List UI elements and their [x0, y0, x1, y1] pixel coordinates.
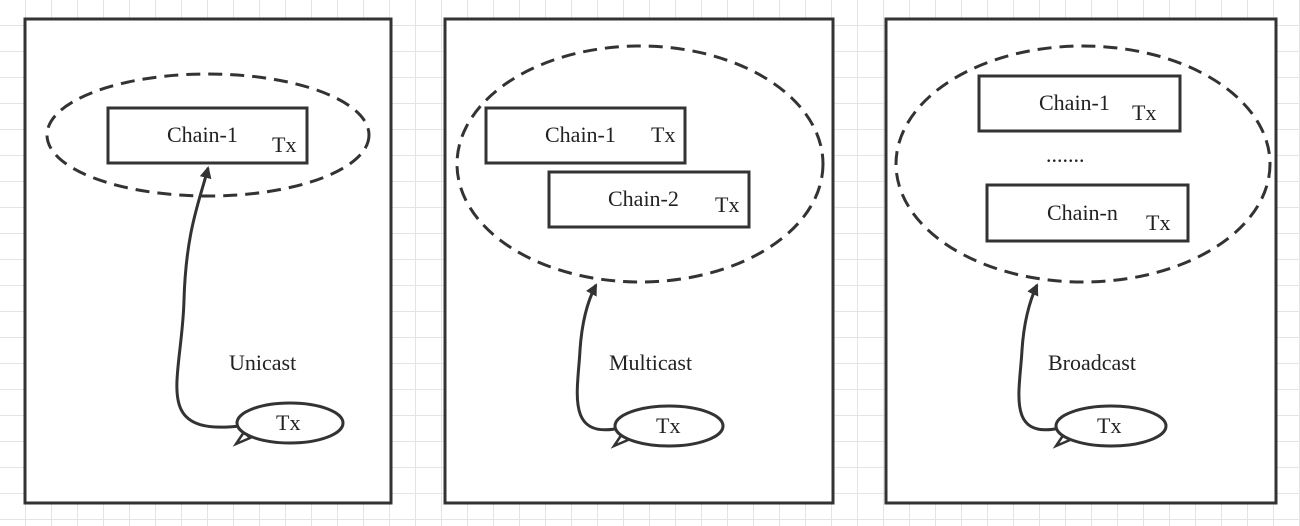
chain-box: Chain-n Tx [985, 183, 1190, 243]
chain-ellipsis: ....... [1046, 142, 1085, 167]
send-arrow [175, 166, 241, 429]
chain-name: Chain-2 [608, 186, 679, 211]
chain-box: Chain-1 Tx [106, 106, 309, 165]
chain-tx-tag: Tx [1132, 100, 1156, 125]
source-tx-label: Tx [656, 413, 680, 438]
panel-unicast: Chain-1 Tx Unicast Tx [23, 17, 393, 505]
panel-multicast: Chain-1 Tx Chain-2 Tx Multicast Tx [443, 17, 835, 505]
target-group-ellipse [45, 72, 371, 198]
chain-tx-tag: Tx [1146, 210, 1170, 235]
send-arrow [1017, 283, 1061, 432]
source-tx-label: Tx [1097, 413, 1121, 438]
target-group-ellipse [894, 44, 1272, 284]
chain-box: Chain-1 Tx [977, 74, 1182, 133]
target-group-ellipse [455, 44, 825, 284]
chain-name: Chain-1 [1039, 90, 1110, 115]
chain-box: Chain-2 Tx [547, 170, 751, 229]
chain-box: Chain-1 Tx [484, 106, 687, 165]
chain-tx-tag: Tx [272, 132, 296, 157]
chain-tx-tag: Tx [651, 122, 675, 147]
source-tx-bubble: Tx [1052, 404, 1168, 449]
send-arrow [575, 283, 621, 432]
panel-label: Unicast [229, 350, 296, 375]
panel-broadcast: Chain-1 Tx ....... Chain-n Tx Broadcast … [884, 17, 1278, 505]
chain-tx-tag: Tx [715, 192, 739, 217]
chain-name: Chain-1 [167, 122, 238, 147]
source-tx-bubble: Tx [232, 401, 345, 447]
panel-label: Multicast [609, 350, 692, 375]
chain-name: Chain-n [1047, 200, 1118, 225]
source-tx-bubble: Tx [610, 404, 725, 449]
chain-name: Chain-1 [545, 122, 616, 147]
source-tx-label: Tx [276, 410, 300, 435]
panel-label: Broadcast [1048, 350, 1136, 375]
